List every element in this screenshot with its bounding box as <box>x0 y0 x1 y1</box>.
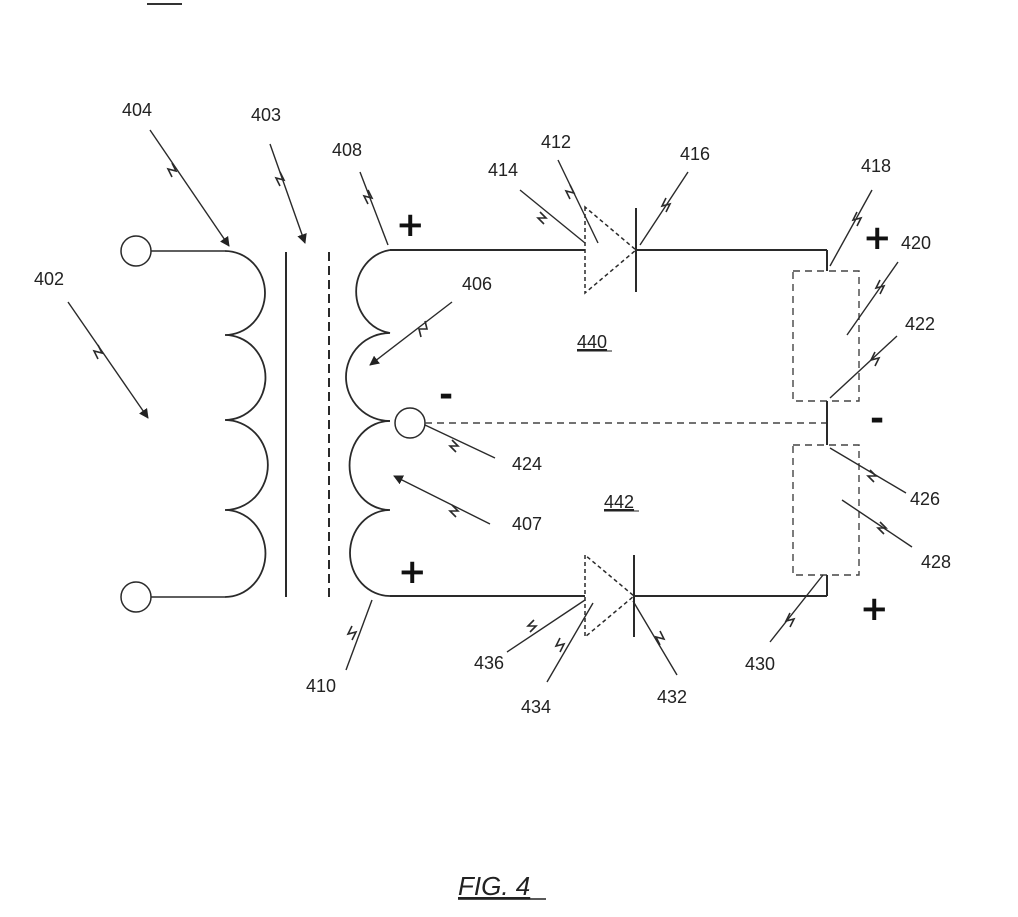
ref-418: 418 <box>861 156 891 176</box>
lower-diode <box>585 555 634 637</box>
ref-442: 442 <box>604 492 634 512</box>
ref-412: 412 <box>541 132 571 152</box>
ref-436: 436 <box>474 653 504 673</box>
primary-terminal-top <box>121 236 151 266</box>
ref-424: 424 <box>512 454 542 474</box>
primary-winding <box>121 236 268 612</box>
secondary-winding <box>346 250 425 596</box>
plus-top-left: + <box>396 205 425 245</box>
ref-410: 410 <box>306 676 336 696</box>
ref-402: 402 <box>34 269 64 289</box>
minus-mid-left: - <box>439 375 453 415</box>
ref-416: 416 <box>680 144 710 164</box>
plus-bottom-right: + <box>860 589 889 629</box>
ref-426: 426 <box>910 489 940 509</box>
ref-420: 420 <box>901 233 931 253</box>
ref-404: 404 <box>122 100 152 120</box>
ref-422: 422 <box>905 314 935 334</box>
plus-bottom-left: + <box>398 552 427 592</box>
ref-434: 434 <box>521 697 551 717</box>
ref-414: 414 <box>488 160 518 180</box>
center-tap-terminal <box>395 408 425 438</box>
ref-430: 430 <box>745 654 775 674</box>
minus-mid-right: - <box>870 399 884 439</box>
ref-406: 406 <box>462 274 492 294</box>
ref-428: 428 <box>921 552 951 572</box>
lower-load <box>793 445 859 575</box>
plus-top-right: + <box>863 218 892 258</box>
figure-caption: FIG. 4 <box>458 871 530 901</box>
ref-408: 408 <box>332 140 362 160</box>
ref-432: 432 <box>657 687 687 707</box>
primary-terminal-bottom <box>121 582 151 612</box>
ref-440: 440 <box>577 332 607 352</box>
upper-diode <box>585 207 636 293</box>
leader-lines <box>68 130 912 682</box>
leader-zigzags <box>94 163 886 652</box>
ref-407: 407 <box>512 514 542 534</box>
upper-load <box>793 271 859 401</box>
ref-403: 403 <box>251 105 281 125</box>
